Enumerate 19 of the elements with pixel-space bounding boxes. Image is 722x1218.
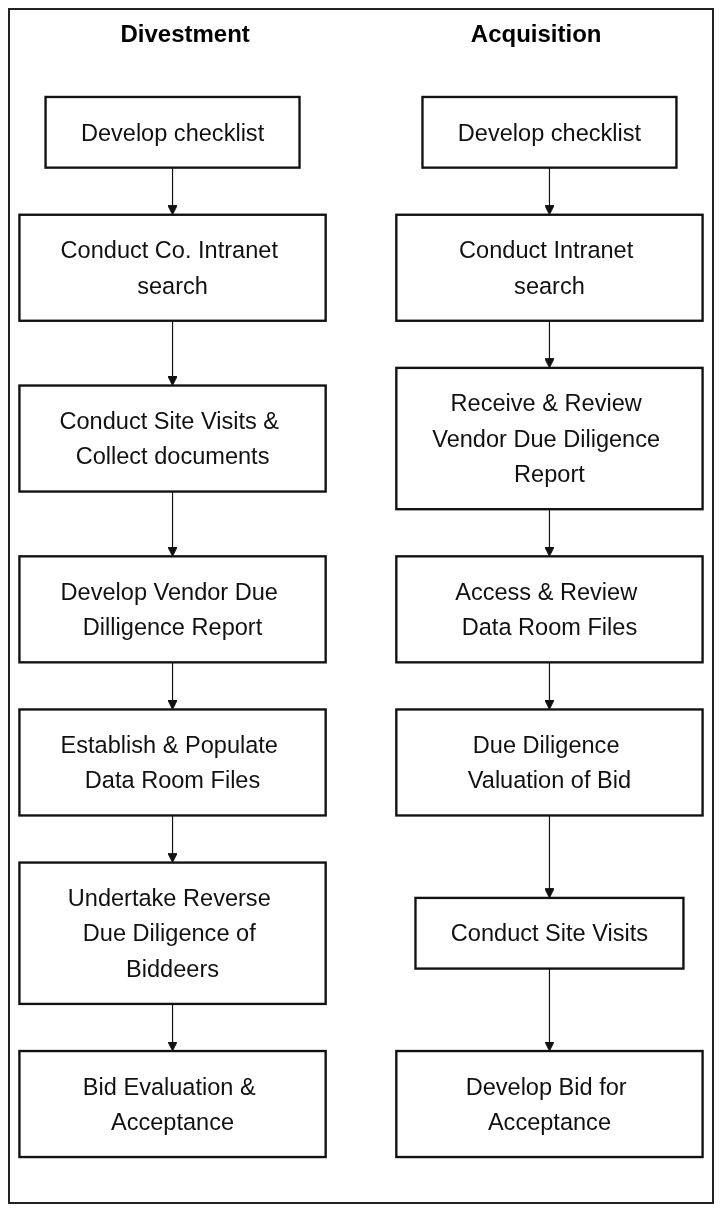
node-box: Receive & Review Vendor Due Diligence Report <box>395 366 704 511</box>
node-box: Due Diligence Valuation of Bid <box>395 708 704 817</box>
node-box: Develop checklist <box>421 95 678 169</box>
node-box: Undertake Reverse Due Diligence of Biddeers <box>18 861 327 1006</box>
node-box: Conduct Site Visits & Collect documents <box>18 384 327 493</box>
node-box: Develop checklist <box>44 95 301 169</box>
arrow <box>167 1003 178 1052</box>
node-box: Conduct Co. Intranet search <box>18 213 327 322</box>
arrow <box>167 320 178 386</box>
node-box: Conduct Intranet search <box>395 213 704 322</box>
node-box: Access & Review Data Room Files <box>395 555 704 664</box>
column-heading: Divestment <box>120 20 250 48</box>
node-box: Develop Bid for Acceptance <box>395 1049 704 1159</box>
node-box: Bid Evaluation & Acceptance <box>18 1049 327 1159</box>
node-box: Establish & Populate Data Room Files <box>18 708 327 817</box>
arrow <box>544 968 555 1052</box>
node-box: Conduct Site Visits <box>414 896 685 970</box>
node-box: Develop Vendor Due Dilligence Report <box>18 555 327 664</box>
column-heading: Acquisition <box>470 20 602 48</box>
